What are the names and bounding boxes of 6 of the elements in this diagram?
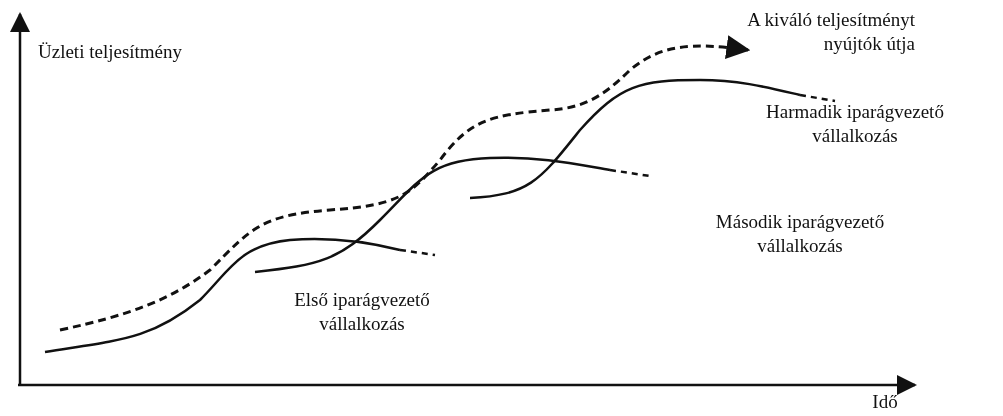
curve-label: Első iparágvezető vállalkozás xyxy=(293,288,431,336)
axis-label: Üzleti teljesítmény xyxy=(38,40,184,64)
curve-label: Második iparágvezető vállalkozás xyxy=(714,210,886,258)
axis-label: Idő xyxy=(871,390,899,414)
curve-label: A kiváló teljesítményt nyújtók útja xyxy=(746,8,915,56)
curve-label: Harmadik iparágvezető vállalkozás xyxy=(765,100,945,148)
